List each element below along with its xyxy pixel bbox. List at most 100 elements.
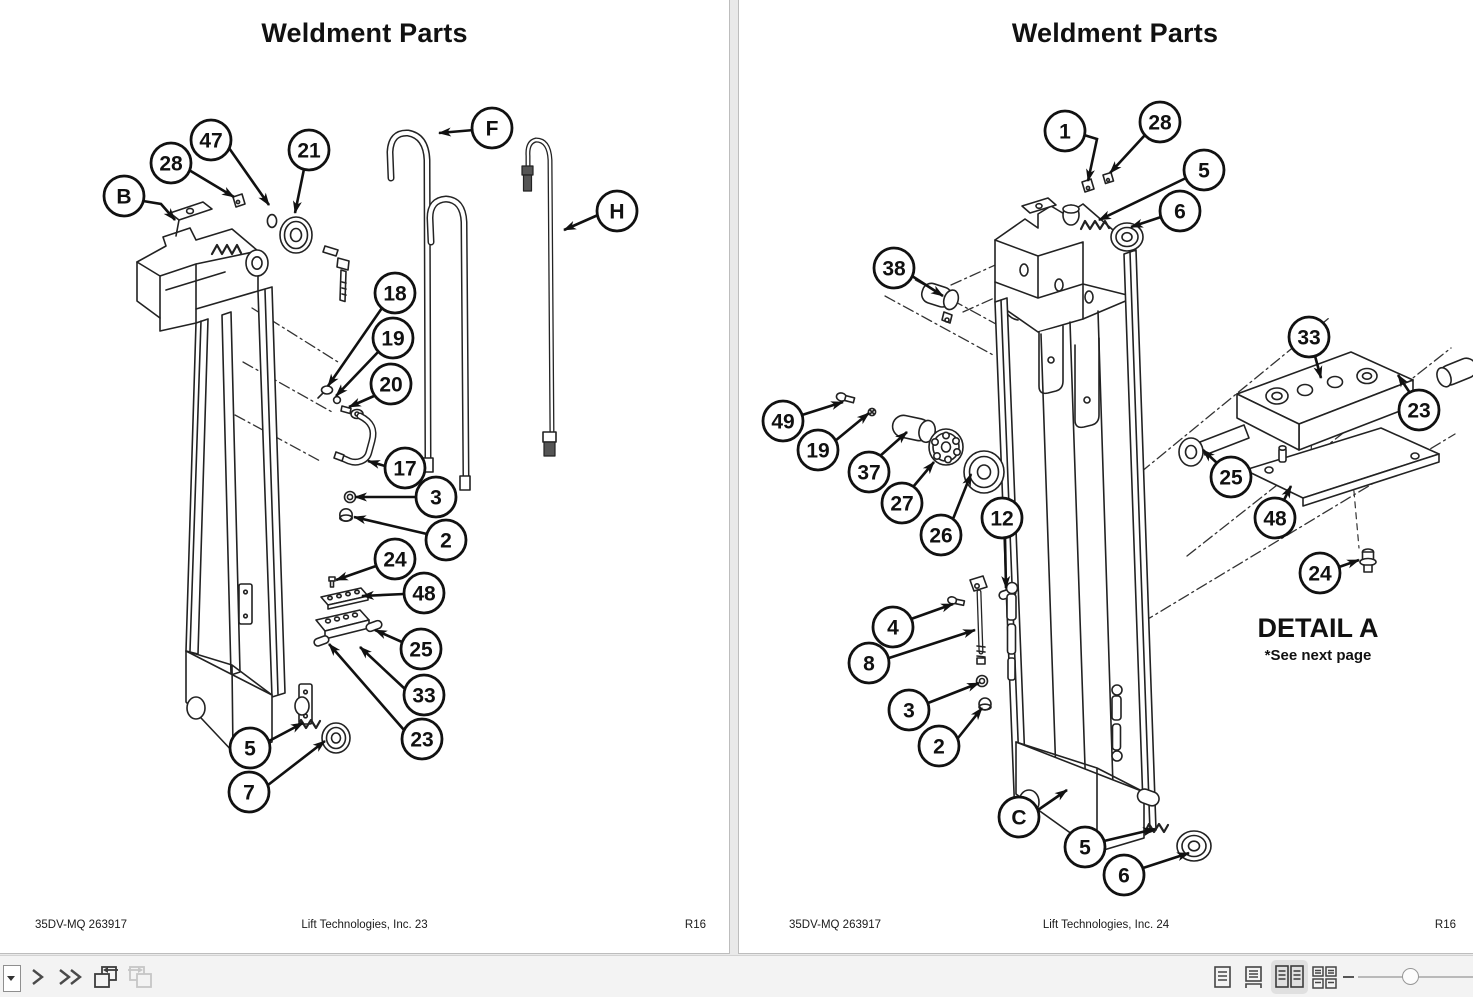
callout-24: 24 [373, 537, 417, 581]
callout-leader-arrow [348, 394, 375, 409]
callout-bubble [1138, 100, 1182, 144]
callout-label: 20 [379, 374, 402, 397]
callout-26: 26 [919, 513, 963, 557]
callout-bubble [399, 627, 443, 671]
detail-a-drawing [1178, 351, 1473, 573]
callout-bubble [880, 481, 924, 525]
next-page-button[interactable] [29, 968, 45, 986]
callout-bubble [400, 717, 444, 761]
callout-label: 6 [1174, 201, 1186, 224]
zoom-out-minus-icon[interactable] [1343, 976, 1354, 978]
revision-code: R16 [1434, 919, 1456, 931]
callout-bubble [402, 571, 446, 615]
callout-bubble [595, 189, 639, 233]
callout-bubble [919, 513, 963, 557]
callout-23: 23 [1397, 388, 1441, 432]
callout-bubble [102, 174, 146, 218]
callout-leader-arrow [328, 643, 405, 731]
callout-23: 23 [400, 717, 444, 761]
callout-37: 37 [847, 450, 891, 494]
callout-bubble [1063, 825, 1107, 869]
callout-label: 24 [383, 549, 407, 572]
callout-24: 24 [1298, 551, 1342, 595]
caret-down-icon [7, 976, 15, 981]
callout-33: 33 [402, 673, 446, 717]
callout-49: 49 [761, 399, 805, 443]
detail-a-note: *See next page [1264, 647, 1372, 664]
zoom-slider-knob[interactable] [1402, 968, 1419, 985]
callout-leader-arrow [1281, 485, 1293, 501]
callout-label: 18 [383, 283, 407, 306]
callout-bubble [847, 641, 891, 685]
callout-bubble [424, 518, 468, 562]
callout-leader-arrow [1103, 827, 1156, 843]
callout-3: 3 [414, 475, 458, 519]
callout-5: 5 [1182, 148, 1226, 192]
view-mode-grid[interactable] [1312, 966, 1337, 989]
callout-bubble [796, 428, 840, 472]
next-view-icon [128, 966, 152, 988]
view-mode-two-page[interactable] [1271, 960, 1308, 994]
callout-label: 49 [771, 411, 794, 434]
callout-H: H [595, 189, 639, 233]
view-mode-continuous[interactable] [1245, 966, 1263, 989]
callout-bubble [997, 795, 1041, 839]
callout-48: 48 [1253, 496, 1297, 540]
callout-leader-arrow [335, 350, 380, 397]
callout-27: 27 [880, 481, 924, 525]
single-page-icon [1214, 966, 1231, 988]
callout-leader-arrow [335, 564, 377, 582]
callout-leader-arrow [879, 431, 908, 457]
callout-label: 48 [412, 583, 436, 606]
callout-label: 33 [412, 685, 435, 708]
callout-bubble [402, 673, 446, 717]
callout-label: 37 [857, 462, 880, 485]
callout-label: 24 [1308, 563, 1332, 586]
callout-leader-arrow [1083, 133, 1099, 182]
callout-label: B [116, 186, 131, 209]
callout-bubble [917, 724, 961, 768]
hose-drawings [386, 129, 557, 491]
callout-label: 1 [1059, 121, 1071, 144]
callout-label: 48 [1263, 508, 1287, 531]
callout-leader-arrow [911, 274, 944, 298]
callout-label: 5 [1079, 837, 1091, 860]
callout-bubble [228, 726, 272, 770]
callout-label: 23 [410, 729, 433, 752]
last-page-button[interactable] [57, 968, 83, 986]
callout-leader-arrow [374, 628, 403, 644]
callout-label: 17 [393, 458, 416, 481]
callout-label: 28 [1148, 112, 1172, 135]
double-chevron-right-icon [59, 969, 82, 985]
callout-bubble [887, 688, 931, 732]
callout-label: 6 [1118, 865, 1130, 888]
callout-F: F [470, 106, 514, 150]
callout-leader-arrow [326, 307, 384, 387]
callout-19: 19 [796, 428, 840, 472]
previous-view-button[interactable] [92, 964, 120, 990]
callout-7: 7 [227, 770, 271, 814]
page-select-dropdown[interactable] [3, 965, 21, 992]
callout-1: 1 [1043, 109, 1087, 153]
callout-leader-arrow [1001, 537, 1011, 589]
view-mode-single-page[interactable] [1214, 966, 1232, 989]
callout-C: C [997, 795, 1041, 839]
callout-2: 2 [424, 518, 468, 562]
callout-label: 19 [381, 328, 404, 351]
callout-25: 25 [1209, 455, 1253, 499]
callout-5: 5 [228, 726, 272, 770]
callout-bubble [287, 128, 331, 172]
callout-label: 7 [243, 782, 255, 805]
detail-a-heading: DETAIL A [1257, 613, 1379, 643]
callout-leader-arrow [267, 739, 326, 787]
callout-label: 26 [929, 525, 952, 548]
next-view-button[interactable] [126, 964, 154, 990]
doc-code: 35DV-MQ 263917 [35, 919, 128, 931]
callout-12: 12 [980, 496, 1024, 540]
callout-leader-arrow [1037, 788, 1068, 812]
callout-leader-arrow [142, 199, 176, 221]
callout-33: 33 [1287, 315, 1331, 359]
callout-label: 27 [890, 493, 913, 516]
